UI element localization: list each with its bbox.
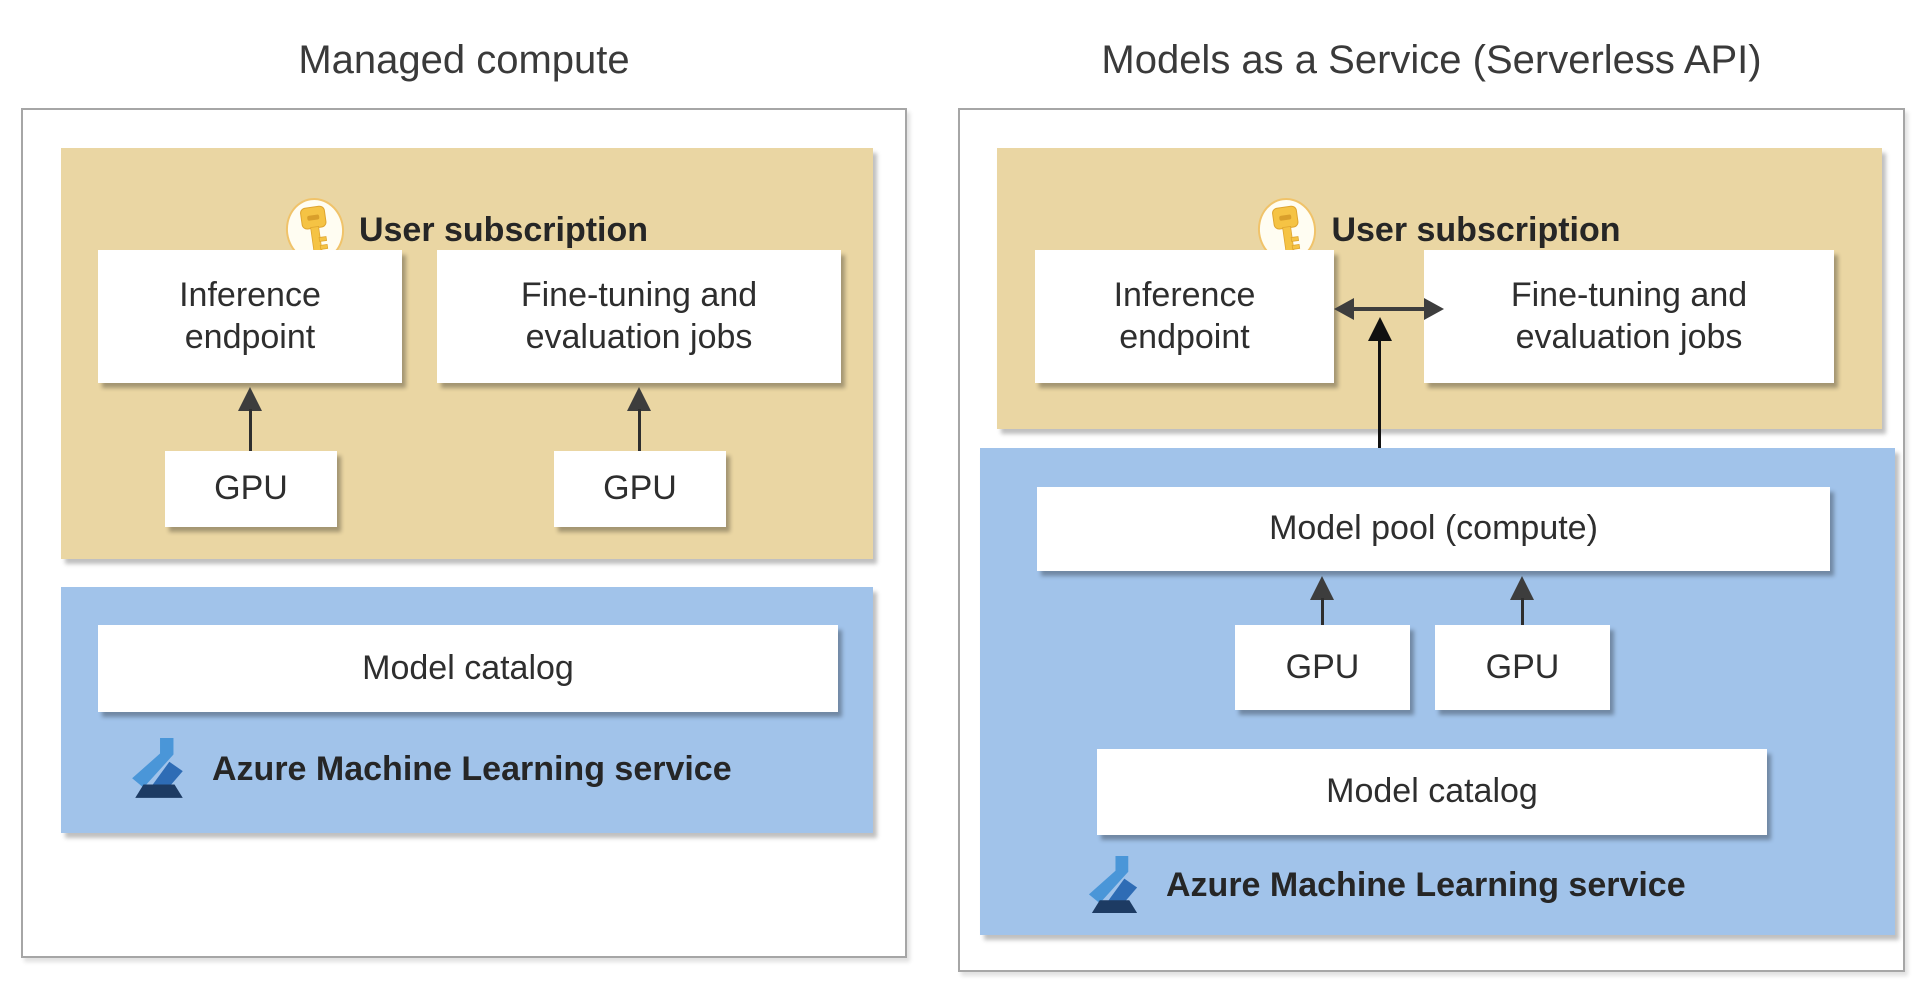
- key-icon: [281, 194, 349, 266]
- arrow-left-icon: [1334, 298, 1354, 320]
- gpu2-arrow-up-icon: [627, 387, 651, 411]
- gpu2-arrow-up-icon: [1510, 576, 1534, 600]
- gpu-box: GPU: [1235, 625, 1410, 710]
- gpu-box: GPU: [165, 451, 337, 527]
- azure-ml-service-label: Azure Machine Learning service: [1166, 865, 1686, 904]
- gpu2-arrow-line: [1521, 598, 1524, 625]
- azure-ml-service-row: Azure Machine Learning service: [1085, 852, 1686, 918]
- bidirectional-arrow-line: [1352, 307, 1426, 311]
- right-panel-title: Models as a Service (Serverless API): [1101, 38, 1762, 82]
- gpu-box: GPU: [554, 451, 726, 527]
- azure-ml-flask-icon: [132, 738, 183, 798]
- maas-serverless-panel: User subscription Inference endpoint Fin…: [958, 108, 1905, 972]
- user-subscription-label: User subscription: [1331, 210, 1621, 249]
- model-pool-box: Model pool (compute): [1037, 487, 1830, 571]
- azure-ml-flask-icon: [1088, 855, 1138, 913]
- model-catalog-box: Model catalog: [1097, 749, 1767, 835]
- left-panel-title: Managed compute: [298, 38, 630, 82]
- finetune-evaluation-box: Fine-tuning and evaluation jobs: [1424, 250, 1834, 383]
- model-catalog-box: Model catalog: [98, 625, 838, 712]
- gpu-box: GPU: [1435, 625, 1610, 710]
- inference-endpoint-box: Inference endpoint: [98, 250, 402, 383]
- azure-ml-service-label: Azure Machine Learning service: [212, 749, 732, 788]
- gpu1-arrow-up-icon: [238, 387, 262, 411]
- inference-endpoint-box: Inference endpoint: [1035, 250, 1334, 383]
- user-subscription-header: User subscription: [61, 194, 873, 266]
- user-subscription-header: User subscription: [997, 194, 1882, 266]
- gpu2-arrow-line: [638, 409, 641, 451]
- finetune-evaluation-box: Fine-tuning and evaluation jobs: [437, 250, 841, 383]
- managed-compute-panel: User subscription Inference endpoint Fin…: [21, 108, 907, 958]
- gpu1-arrow-up-icon: [1310, 576, 1334, 600]
- azure-ml-service-row: Azure Machine Learning service: [128, 735, 732, 803]
- key-icon: [1254, 194, 1321, 266]
- gpu1-arrow-line: [249, 409, 252, 451]
- key-icon-glyph: [300, 205, 329, 253]
- arrow-right-icon: [1424, 298, 1444, 320]
- model-pool-arrow-up-icon: [1368, 317, 1392, 341]
- model-pool-arrow-line: [1378, 338, 1381, 487]
- gpu1-arrow-line: [1321, 598, 1324, 625]
- key-icon-glyph: [1272, 205, 1301, 253]
- user-subscription-label: User subscription: [358, 210, 649, 249]
- azure-ml-service-container: Model catalog Azure Machine Learning ser…: [61, 587, 873, 833]
